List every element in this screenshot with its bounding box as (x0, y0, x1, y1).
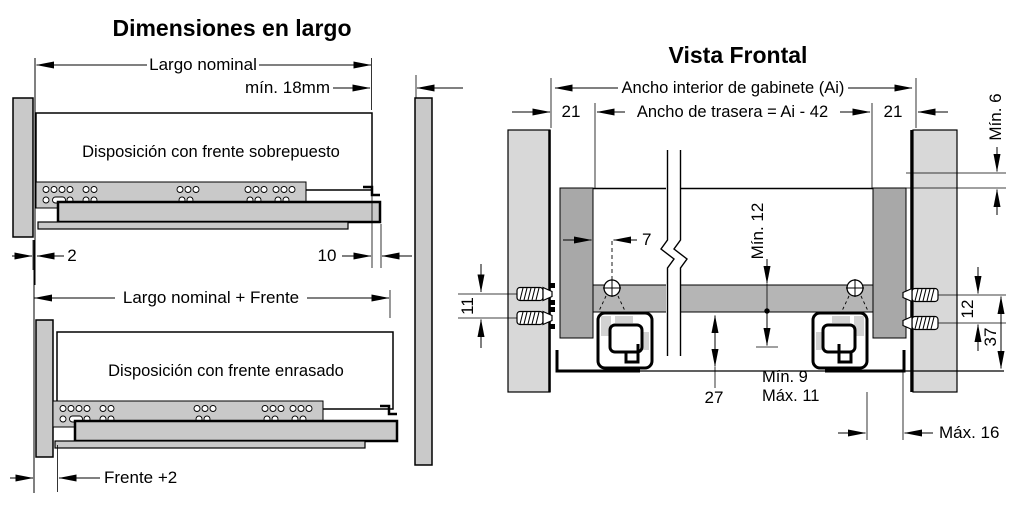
slide-profile-left (555, 311, 654, 373)
dim-label-12: 12 (958, 299, 977, 319)
dim-largo-nominal-frente (34, 290, 391, 318)
dim-label-11: 11 (458, 297, 477, 315)
dim-min-18mm (333, 75, 463, 98)
dim-cabinet-inner-width (550, 78, 917, 128)
dim-back-gap (12, 240, 64, 270)
dim-label-21-left: 21 (561, 102, 581, 121)
dim-label-min-12: Mín. 12 (748, 202, 767, 260)
dim-label-min-6: Mín. 6 (986, 93, 1005, 141)
cabinet-side-left (507, 129, 551, 393)
dim-frente-plus-2 (10, 445, 100, 492)
flush-front-panel (35, 319, 54, 458)
dim-label-27: 27 (704, 388, 724, 407)
dim-label-7: 7 (642, 230, 652, 249)
screw-icon (516, 310, 553, 326)
dim-label-ai: Ancho interior de gabinete (Ai) (618, 79, 848, 97)
screw-icon (902, 315, 939, 331)
length-view-drawing (10, 58, 463, 493)
dim-label-largo-nominal-frente: Largo nominal + Frente (117, 289, 305, 307)
flush-caption: Disposición con frente enrasado (108, 362, 344, 380)
dim-label-max-11: Máx. 11 (762, 387, 820, 405)
dim-label-trasera: Ancho de trasera = Ai - 42 (627, 103, 838, 121)
dim-label-min-9: Mín. 9 (762, 368, 808, 386)
length-view-title: Dimensiones en largo (112, 15, 352, 41)
dim-label-largo-nominal: Largo nominal (147, 56, 259, 74)
drawer-box-flush (56, 331, 394, 410)
dim-label-10: 10 (317, 246, 337, 265)
screw-hole-marker-left (598, 241, 626, 312)
screw-hole-marker-right (841, 279, 869, 312)
dim-label-37: 37 (981, 327, 1000, 347)
dim-label-min-18mm: mín. 18mm (244, 78, 330, 97)
screw-icon (516, 286, 553, 302)
dim-min-back-clearance (763, 259, 771, 314)
front-view-drawing (458, 78, 1006, 440)
cabinet-back-panel (12, 97, 34, 238)
mounting-rail-band (592, 284, 874, 313)
dim-bottom-adjust (756, 311, 778, 348)
dim-label-2: 2 (67, 246, 77, 265)
slide-profile-right (811, 311, 906, 373)
front-view-title: Vista Frontal (668, 42, 808, 68)
dim-label-frente-plus-2: Frente +2 (104, 468, 178, 487)
dim-back-panel-width (512, 103, 948, 188)
screw-icon (902, 287, 939, 303)
dim-largo-nominal (36, 58, 372, 110)
dim-label-21-right: 21 (883, 102, 903, 121)
front-panel (414, 97, 433, 466)
dim-label-max-16: Máx. 16 (939, 423, 1000, 442)
break-lines (660, 150, 688, 356)
back-panel (559, 187, 907, 339)
dim-front-gap (342, 196, 412, 268)
dim-max-side-distance (838, 358, 933, 440)
overlay-caption: Disposición con frente sobrepuesto (82, 143, 340, 161)
cabinet-side-right (912, 129, 958, 393)
